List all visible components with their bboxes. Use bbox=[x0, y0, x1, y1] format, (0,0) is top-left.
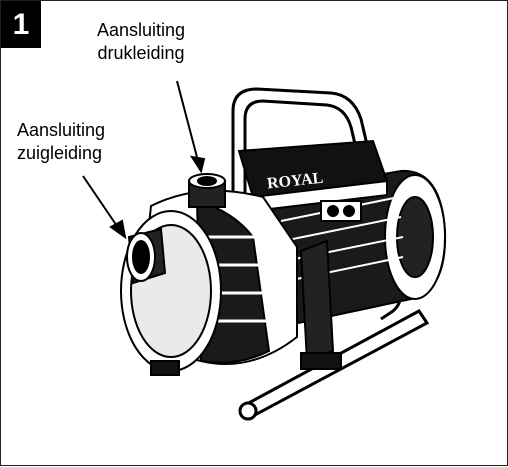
callout-suction-line2: zuigleiding bbox=[17, 143, 103, 163]
pump-feet bbox=[150, 352, 342, 376]
brand-label: ROYAL bbox=[266, 170, 324, 193]
callout-discharge-line2: drukleiding bbox=[97, 43, 185, 63]
terminal-box bbox=[237, 139, 389, 222]
callout-discharge-line1: Aansluiting bbox=[97, 20, 186, 40]
callout-suction-connection: Aansluiting zuigleiding bbox=[17, 119, 105, 165]
suction-port bbox=[126, 227, 167, 285]
pump-housing bbox=[120, 189, 335, 372]
callout-discharge-connection: Aansluiting drukleiding bbox=[97, 19, 185, 65]
motor-body bbox=[229, 169, 447, 333]
callout-suction-line1: Aansluiting bbox=[17, 120, 106, 140]
step-number: 1 bbox=[12, 7, 30, 41]
step-number-badge: 1 bbox=[1, 1, 41, 48]
discharge-port bbox=[188, 173, 226, 208]
arrow-suction bbox=[82, 175, 127, 240]
arrow-discharge bbox=[176, 80, 206, 174]
